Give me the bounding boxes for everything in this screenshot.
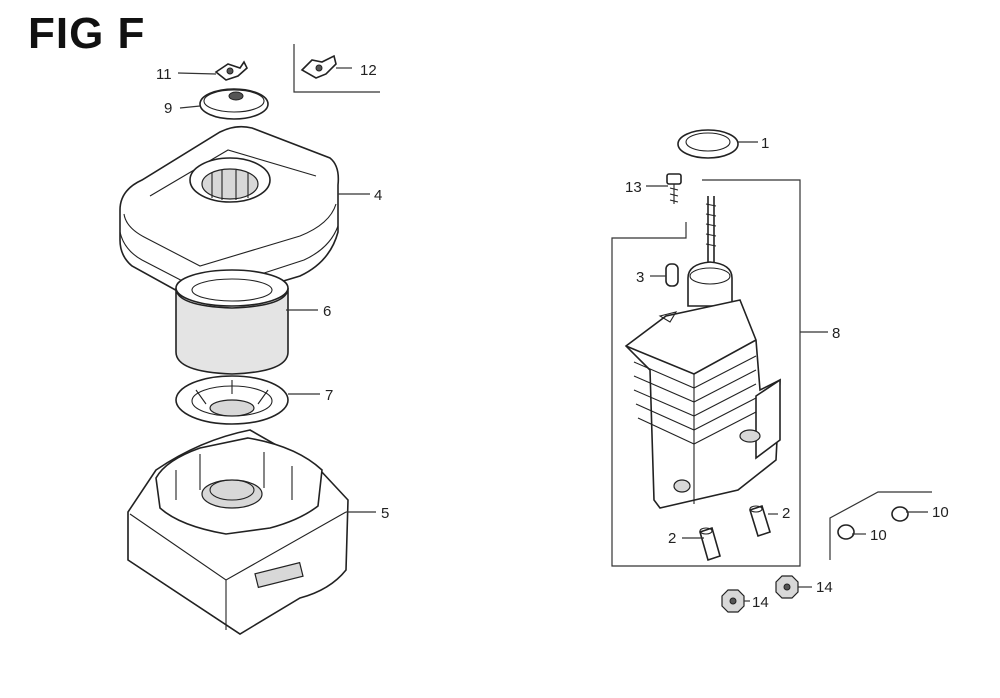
part-5-air-cleaner-case (127, 429, 349, 635)
part-14-nut-b (775, 575, 799, 599)
callout-14-right: 14 (816, 579, 833, 596)
callout-13: 13 (625, 179, 642, 196)
part-8-fuel-cup-body (624, 196, 781, 509)
part-3-pin (665, 263, 679, 287)
callout-5: 5 (381, 505, 389, 522)
callout-11: 11 (156, 66, 172, 83)
part-7-base-grommet (175, 375, 289, 425)
part-12-wing-nut-alt (293, 44, 380, 93)
figure-title: FIG F (28, 9, 146, 58)
callout-6: 6 (323, 303, 331, 320)
callout-2-left: 2 (668, 530, 676, 547)
part-2-pin-a (749, 504, 771, 538)
callout-10-right: 10 (932, 504, 949, 521)
part-2-pin-b (699, 526, 721, 562)
leader-lines-right (646, 141, 928, 602)
callout-2-right: 2 (782, 505, 790, 522)
part-9-seal-washer (199, 88, 269, 120)
callout-labels: 11 12 9 4 6 7 5 1 13 3 8 2 2 10 10 14 14 (156, 62, 949, 611)
part-14-nut-a (721, 589, 745, 613)
callout-9: 9 (164, 100, 172, 117)
callout-1: 1 (761, 135, 769, 152)
part-11-wing-nut (214, 60, 248, 81)
part-10-caps (829, 491, 932, 560)
part-1-o-ring (677, 129, 739, 159)
part-8-assembly-bracket (611, 179, 801, 567)
callout-4: 4 (374, 187, 382, 204)
callout-10-left: 10 (870, 527, 887, 544)
callout-3: 3 (636, 269, 644, 286)
leader-lines-left (177, 67, 376, 513)
callout-8: 8 (832, 325, 840, 342)
callout-12: 12 (360, 62, 377, 79)
part-4-air-cleaner-cover (119, 125, 340, 303)
callout-7: 7 (325, 387, 333, 404)
callout-14-left: 14 (752, 594, 769, 611)
part-13-screw (666, 173, 682, 204)
part-6-foam-element (175, 269, 289, 375)
